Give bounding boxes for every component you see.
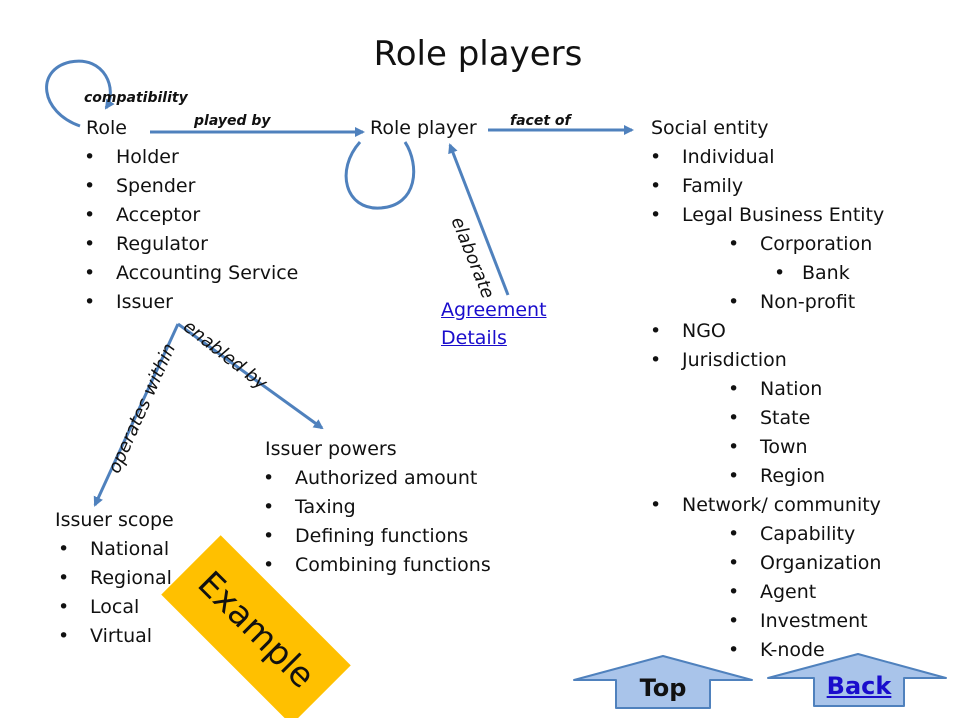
list-item: State	[650, 404, 884, 433]
list-item: Combining functions	[263, 551, 491, 580]
list-item: Accounting Service	[84, 259, 298, 288]
list-item: Town	[650, 433, 884, 462]
role-title: Role	[86, 117, 127, 139]
role-player-self-loop	[344, 141, 416, 210]
social-entity-title: Social entity	[651, 117, 769, 139]
list-item: Defining functions	[263, 522, 491, 551]
issuer-scope-list: National Regional Local Virtual	[58, 535, 172, 651]
edge-label-facet-of: facet of	[510, 113, 571, 129]
list-item: Regulator	[84, 230, 298, 259]
list-item: K-node	[650, 636, 884, 665]
list-item: Regional	[58, 564, 172, 593]
list-item: Organization	[650, 549, 884, 578]
list-item: Issuer	[84, 288, 298, 317]
operates-within-arrow	[93, 323, 180, 507]
list-item: Region	[650, 462, 884, 491]
list-item: Nation	[650, 375, 884, 404]
list-item: NGO	[650, 317, 884, 346]
agreement-link-line2[interactable]: Details	[441, 327, 507, 349]
list-item: National	[58, 535, 172, 564]
list-item: Local	[58, 593, 172, 622]
list-item: Network/ community	[650, 491, 884, 520]
issuer-powers-title: Issuer powers	[265, 438, 397, 460]
list-item: Individual	[650, 143, 884, 172]
social-entity-list: IndividualFamilyLegal Business EntityCor…	[650, 143, 884, 665]
page-title: Role players	[373, 34, 583, 74]
back-button[interactable]: Back	[826, 672, 892, 700]
agreement-link-line1[interactable]: Agreement	[441, 299, 547, 321]
list-item: Holder	[84, 143, 298, 172]
list-item: Taxing	[263, 493, 491, 522]
list-item: Legal Business Entity	[650, 201, 884, 230]
list-item: Family	[650, 172, 884, 201]
edge-label-compatibility: compatibility	[84, 90, 188, 106]
compatibility-loop	[45, 59, 115, 128]
role-player-title: Role player	[370, 117, 477, 139]
role-list: Holder Spender Acceptor Regulator Accoun…	[84, 143, 298, 317]
list-item: Virtual	[58, 622, 172, 651]
list-item: Corporation	[650, 230, 884, 259]
list-item: Authorized amount	[263, 464, 491, 493]
list-item: Bank	[650, 259, 884, 288]
agreement-details-link[interactable]: Agreement Details	[441, 296, 547, 352]
list-item: Acceptor	[84, 201, 298, 230]
list-item: Investment	[650, 607, 884, 636]
issuer-powers-list: Authorized amount Taxing Defining functi…	[263, 464, 491, 580]
enabled-by-arrow	[177, 322, 324, 430]
top-button[interactable]: Top	[639, 674, 687, 702]
list-item: Spender	[84, 172, 298, 201]
edge-label-played-by: played by	[194, 113, 271, 129]
list-item: Jurisdiction	[650, 346, 884, 375]
list-item: Non-profit	[650, 288, 884, 317]
example-badge	[161, 535, 351, 718]
list-item: Capability	[650, 520, 884, 549]
list-item: Agent	[650, 578, 884, 607]
issuer-scope-title: Issuer scope	[55, 509, 174, 531]
elaborate-arrow	[448, 143, 510, 296]
